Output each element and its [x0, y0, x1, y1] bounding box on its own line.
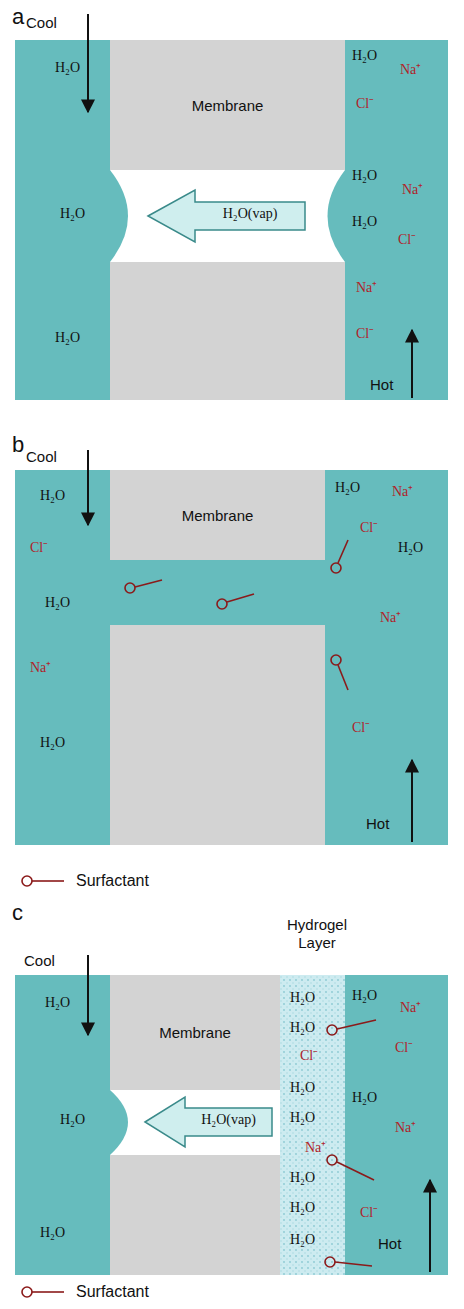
ion-label: Cl⁻ — [352, 720, 370, 737]
vapor-label: H₂O(vap) — [185, 1112, 272, 1129]
flow-label: Cool — [26, 14, 57, 32]
cool-water — [15, 470, 110, 845]
ion-label: Cl⁻ — [398, 232, 416, 249]
water-label: H₂O — [290, 1232, 315, 1249]
flow-arrow — [411, 760, 413, 842]
ion-label: Cl⁻ — [356, 326, 374, 343]
membrane-block: Membrane — [110, 975, 280, 1090]
meniscus — [110, 170, 128, 262]
ion-label: Cl⁻ — [360, 1205, 378, 1222]
flow-arrow — [87, 450, 89, 525]
flow-label: Hot — [370, 376, 393, 394]
ion-label: Cl⁻ — [395, 1040, 413, 1057]
panel-letter: b — [12, 432, 24, 458]
ion-label: Na⁺ — [395, 1120, 416, 1137]
meniscus — [110, 1090, 128, 1155]
hot-brine — [325, 470, 448, 845]
water-label: H₂O — [335, 480, 360, 497]
surfactant-symbol — [325, 1020, 376, 1267]
vapor-label: H₂O(vap) — [195, 206, 305, 223]
water-label: H₂O — [352, 214, 377, 231]
ion-label: Cl⁻ — [30, 540, 48, 557]
membrane-block — [110, 1155, 280, 1275]
panel-b — [15, 450, 448, 845]
ion-label: Na⁺ — [305, 1140, 326, 1157]
flow-label: Cool — [26, 448, 57, 466]
water-label: H₂O — [45, 995, 70, 1012]
vapor-arrow — [148, 190, 305, 242]
surfactant-symbol — [20, 873, 66, 889]
panel-letter: a — [12, 4, 24, 30]
water-label: H₂O — [290, 1080, 315, 1097]
vapor-arrow — [145, 1097, 272, 1147]
water-label: H₂O — [290, 1020, 315, 1037]
flow-label: Hot — [366, 815, 389, 833]
legend-entry: Surfactant — [20, 872, 149, 890]
ion-label: Na⁺ — [392, 484, 413, 501]
ion-label: Cl⁻ — [300, 1048, 318, 1065]
ion-label: Na⁺ — [400, 1000, 421, 1017]
surfactant-symbol — [125, 540, 348, 690]
hot-brine — [345, 975, 448, 1275]
membrane-label: Membrane — [159, 1024, 231, 1041]
ion-label: Na⁺ — [30, 660, 51, 677]
surfactant-symbol — [20, 1284, 66, 1300]
legend-label: Surfactant — [76, 872, 149, 890]
water-label: H₂O — [398, 540, 423, 557]
ion-label: Cl⁻ — [360, 520, 378, 537]
membrane-block: Membrane — [110, 470, 325, 560]
water-label: H₂O — [290, 1110, 315, 1127]
legend-label: Surfactant — [76, 1283, 149, 1301]
water-label: H₂O — [352, 48, 377, 65]
membrane-label: Membrane — [192, 97, 264, 114]
wetted-pore — [110, 560, 325, 625]
water-label: H₂O — [352, 168, 377, 185]
water-label: H₂O — [290, 990, 315, 1007]
membrane-label: Membrane — [182, 507, 254, 524]
water-label: H₂O — [60, 206, 85, 223]
water-label: H₂O — [40, 488, 65, 505]
cool-water — [15, 40, 110, 400]
flow-arrow — [411, 330, 413, 398]
water-label: H₂O — [55, 60, 80, 77]
flow-label: Cool — [24, 952, 55, 970]
water-label: H₂O — [352, 988, 377, 1005]
flow-arrow — [87, 955, 89, 1035]
water-label: H₂O — [290, 1170, 315, 1187]
ion-label: Cl⁻ — [356, 96, 374, 113]
meniscus — [328, 170, 346, 262]
panel-letter: c — [12, 900, 23, 926]
hot-brine — [345, 40, 448, 400]
flow-label: Hot — [378, 1235, 401, 1253]
water-label: H₂O — [352, 1090, 377, 1107]
membrane-block — [110, 262, 345, 400]
panel-c — [15, 955, 448, 1275]
layer-label: Hydrogel Layer — [272, 916, 362, 952]
ion-label: Na⁺ — [402, 182, 423, 199]
water-label: H₂O — [290, 1200, 315, 1217]
water-label: H₂O — [40, 735, 65, 752]
water-label: H₂O — [40, 1225, 65, 1242]
flow-arrow — [429, 1180, 431, 1272]
ion-label: Na⁺ — [356, 280, 377, 297]
water-label: H₂O — [60, 1112, 85, 1129]
ion-label: Na⁺ — [400, 62, 421, 79]
flow-arrow — [87, 14, 89, 112]
cool-water — [15, 975, 110, 1275]
panel-a — [15, 14, 448, 400]
water-label: H₂O — [45, 595, 70, 612]
legend-entry: Surfactant — [20, 1283, 149, 1301]
membrane-block — [110, 625, 325, 845]
ion-label: Na⁺ — [380, 610, 401, 627]
membrane-block: Membrane — [110, 40, 345, 170]
hydrogel-layer — [280, 975, 345, 1275]
water-label: H₂O — [55, 330, 80, 347]
